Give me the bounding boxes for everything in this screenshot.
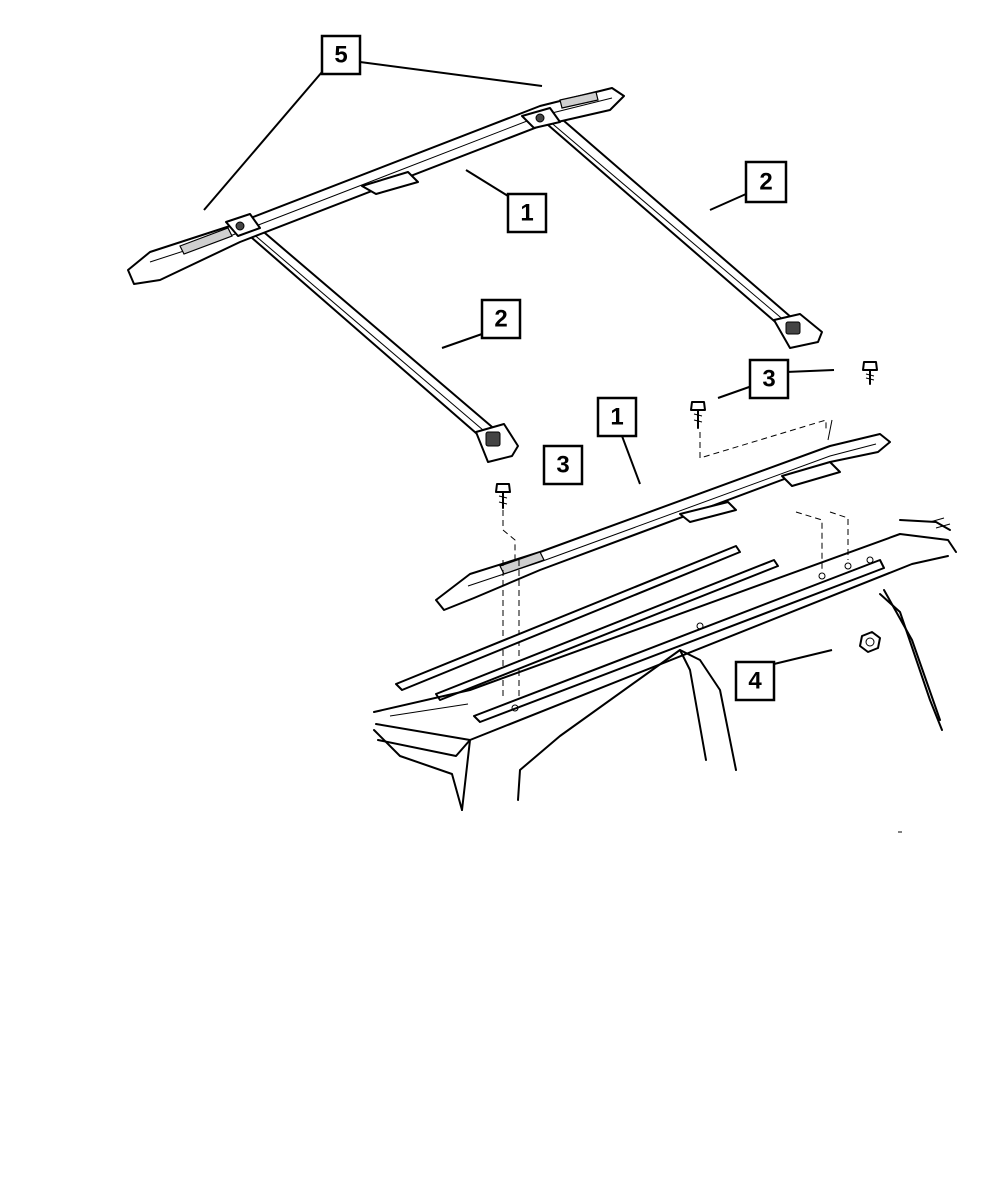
nut: [859, 631, 881, 653]
callout-3-upper-label: 3: [762, 366, 775, 393]
screw-middle: [690, 401, 706, 429]
crossbar-left: [235, 221, 519, 463]
callout-5[interactable]: 5: [320, 34, 362, 76]
vehicle-roof-body: [373, 517, 957, 833]
callout-1-upper-label: 1: [520, 200, 533, 227]
callout-2-left[interactable]: 2: [480, 298, 522, 340]
callout-3-lower-label: 3: [556, 452, 569, 479]
side-rail-lower-assembly: [435, 361, 891, 700]
callout-4-label: 4: [748, 668, 762, 695]
leader-lines: [203, 61, 835, 665]
callout-1-lower-label: 1: [610, 404, 623, 431]
side-rail-upper: [127, 87, 625, 285]
callout-5-label: 5: [334, 42, 347, 69]
callout-1-lower[interactable]: 1: [596, 396, 638, 438]
callout-2-left-label: 2: [494, 306, 507, 333]
screw-right: [862, 361, 878, 385]
callout-2-right[interactable]: 2: [744, 160, 788, 204]
callout-3-upper[interactable]: 3: [748, 358, 790, 400]
callout-3-lower[interactable]: 3: [542, 444, 584, 486]
callout-2-right-label: 2: [759, 169, 772, 196]
crossbar-right: [539, 113, 823, 349]
screw-left: [495, 483, 511, 509]
roof-rack-assembly-upper: [127, 87, 823, 463]
callout-4[interactable]: 4: [734, 660, 776, 702]
callout-1-upper[interactable]: 1: [506, 192, 548, 234]
